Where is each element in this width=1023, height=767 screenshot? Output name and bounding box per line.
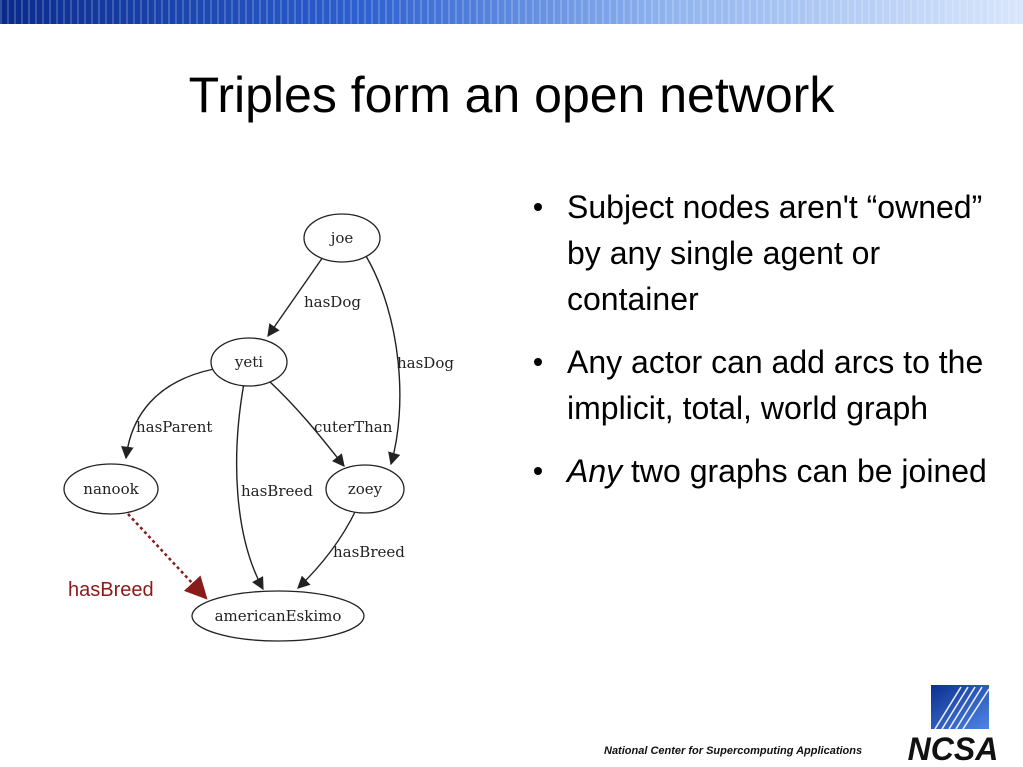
node-label-yeti: yeti: [234, 353, 263, 371]
triple-graph-diagram: hasDog hasDog hasParent cuterThan hasBre…: [63, 213, 454, 642]
bullet-emphasis: Any: [567, 453, 623, 489]
edge-joe-zoey: [365, 255, 401, 466]
bullet-text: two graphs can be joined: [622, 453, 987, 489]
top-banner: [0, 0, 1023, 24]
edge-label-joe-yeti: hasDog: [304, 293, 361, 311]
bullet-item: Any two graphs can be joined: [534, 448, 989, 494]
edge-zoey-americanEskimo: [297, 509, 357, 589]
edge-joe-yeti: [267, 256, 324, 338]
node-yeti: yeti: [210, 337, 288, 387]
node-americanEskimo: americanEskimo: [191, 590, 365, 642]
edge-yeti-zoey: [268, 380, 345, 467]
bullet-dot-icon: [534, 467, 542, 475]
edge-yeti-americanEskimo: [236, 382, 264, 591]
bullet-text: Subject nodes aren't “owned” by any sing…: [567, 189, 983, 317]
bullet-text: Any actor can add arcs to the implicit, …: [567, 344, 984, 426]
edge-yeti-nanook: [121, 368, 215, 460]
edge-label-yeti-americanEskimo: hasBreed: [241, 482, 313, 500]
edge-label-nanook-americanEskimo: hasBreed: [68, 579, 154, 601]
edge-label-yeti-nanook: hasParent: [136, 418, 212, 436]
slide-title: Triples form an open network: [188, 67, 835, 123]
footer-organization: National Center for Supercomputing Appli…: [604, 745, 863, 757]
node-nanook: nanook: [63, 463, 159, 515]
logo-wordmark: NCSA: [908, 731, 999, 763]
node-label-joe: joe: [329, 229, 354, 247]
edge-label-yeti-zoey: cuterThan: [314, 418, 393, 436]
bullet-dot-icon: [534, 203, 542, 211]
node-zoey: zoey: [325, 464, 405, 514]
bullet-list: Subject nodes aren't “owned” by any sing…: [534, 184, 989, 511]
node-label-zoey: zoey: [348, 480, 383, 498]
node-label-americanEskimo: americanEskimo: [215, 607, 342, 625]
bullet-item: Subject nodes aren't “owned” by any sing…: [534, 184, 989, 322]
edge-label-joe-zoey: hasDog: [397, 354, 454, 372]
node-label-nanook: nanook: [83, 480, 139, 498]
ncsa-logo: NCSA: [908, 685, 999, 763]
node-joe: joe: [303, 213, 381, 263]
bullet-item: Any actor can add arcs to the implicit, …: [534, 339, 989, 431]
edge-label-zoey-americanEskimo: hasBreed: [333, 543, 405, 561]
edge-nanook-americanEskimo: [127, 513, 208, 600]
bullet-dot-icon: [534, 358, 542, 366]
